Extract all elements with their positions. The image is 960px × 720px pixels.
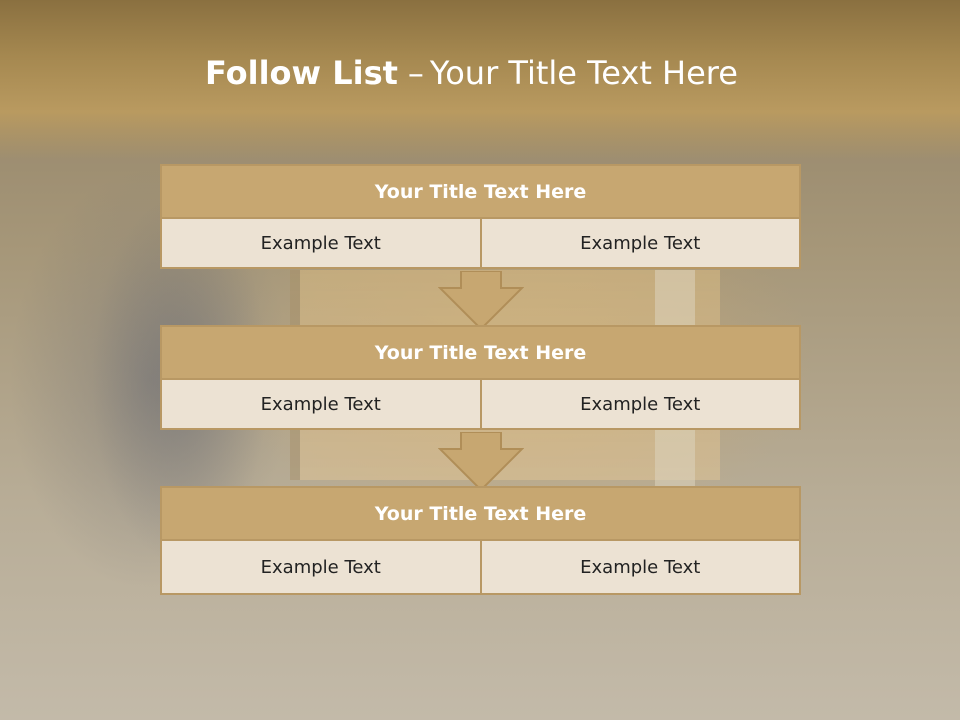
flow-cell-right: Example Text <box>481 380 801 430</box>
flow-block-row: Example Text Example Text <box>160 380 801 430</box>
flow-block-row: Example Text Example Text <box>160 219 801 269</box>
down-arrow-icon <box>438 432 524 492</box>
title-separator: – <box>407 54 424 92</box>
down-arrow-icon <box>438 271 524 331</box>
flow-cell-left: Example Text <box>160 380 482 430</box>
flow-block-title: Your Title Text Here <box>160 325 801 380</box>
title-rest-text: Your Title Text Here <box>429 54 738 92</box>
flow-block-title: Your Title Text Here <box>160 164 801 219</box>
slide-title: Follow List–Your Title Text Here <box>0 54 943 92</box>
flow-cell-left: Example Text <box>160 541 482 595</box>
flow-block-3: Your Title Text Here Example Text Exampl… <box>160 486 801 595</box>
title-band <box>0 0 960 160</box>
flow-cell-right: Example Text <box>481 219 801 269</box>
title-bold-text: Follow List <box>205 54 398 92</box>
flow-block-title: Your Title Text Here <box>160 486 801 541</box>
flow-block-row: Example Text Example Text <box>160 541 801 595</box>
flow-block-2: Your Title Text Here Example Text Exampl… <box>160 325 801 430</box>
flow-cell-left: Example Text <box>160 219 482 269</box>
flow-cell-right: Example Text <box>481 541 801 595</box>
flow-block-1: Your Title Text Here Example Text Exampl… <box>160 164 801 269</box>
